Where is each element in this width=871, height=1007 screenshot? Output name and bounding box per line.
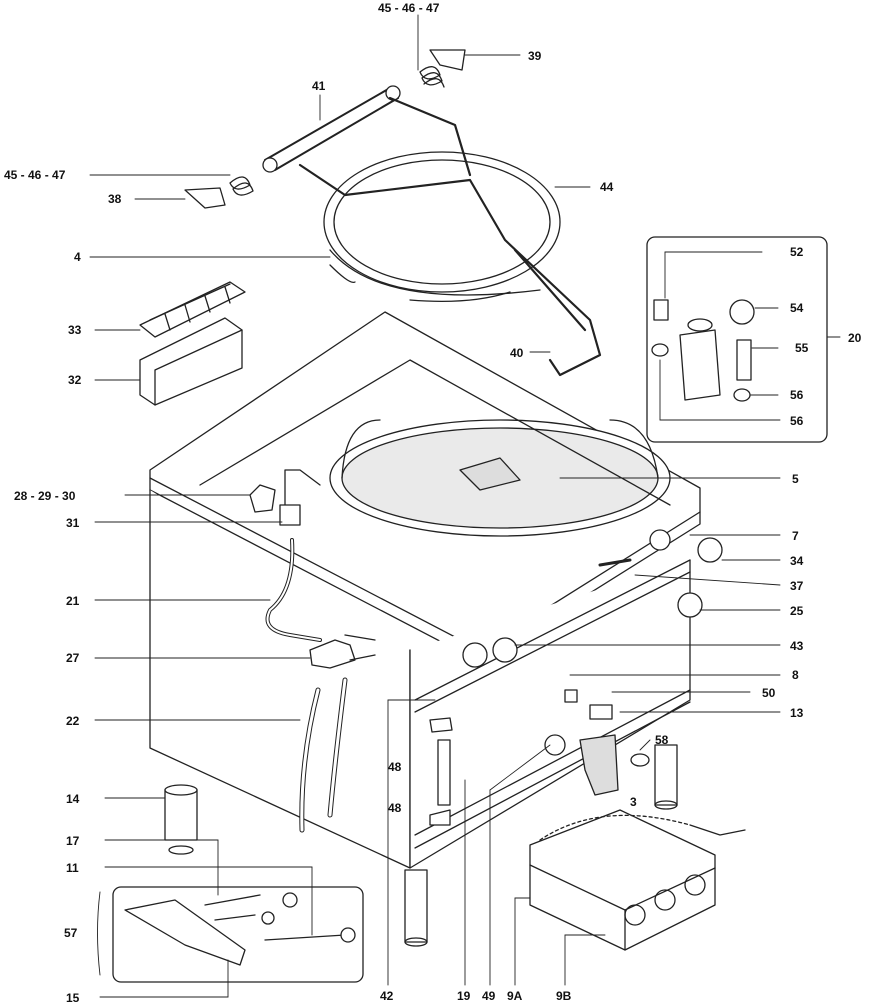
- label-14: 14: [66, 792, 80, 806]
- label-56a: 56: [790, 388, 804, 402]
- indicator-8: [564, 689, 578, 703]
- label-45b: 45 - 46 - 47: [4, 168, 66, 182]
- label-48b: 48: [388, 801, 402, 815]
- part-37: [598, 558, 632, 567]
- label-58: 58: [655, 733, 669, 747]
- label-20: 20: [848, 331, 862, 345]
- knob-43b: [492, 637, 518, 663]
- label-4: 4: [74, 250, 81, 264]
- label-48a: 48: [388, 760, 402, 774]
- ignition-kit-parts: [124, 892, 356, 966]
- label-41: 41: [312, 79, 326, 93]
- label-34: 34: [790, 554, 804, 568]
- front-panel: [409, 559, 691, 869]
- part-3: [579, 734, 619, 796]
- thermostat-kit-parts: [651, 299, 755, 402]
- label-38: 38: [108, 192, 122, 206]
- label-31: 31: [66, 516, 80, 530]
- stirring-tool: [459, 457, 521, 491]
- label-9B: 9B: [556, 989, 572, 1003]
- part-labels: 45 - 46 - 47 39 41 45 - 46 - 47 38 44 4 …: [4, 1, 862, 1005]
- label-3: 3: [630, 795, 637, 809]
- label-43: 43: [790, 639, 804, 653]
- lid: [323, 151, 561, 293]
- drain-grid-33: [139, 281, 246, 338]
- label-19: 19: [457, 989, 471, 1003]
- label-21: 21: [66, 594, 80, 608]
- burner: [529, 809, 716, 951]
- part-48: [437, 739, 451, 806]
- label-52: 52: [790, 245, 804, 259]
- knob-25: [677, 592, 703, 618]
- label-28: 28 - 29 - 30: [14, 489, 76, 503]
- label-42: 42: [380, 989, 394, 1003]
- label-55: 55: [795, 341, 809, 355]
- lid-handle-frame: [298, 96, 602, 377]
- label-33: 33: [68, 323, 82, 337]
- knob-7: [649, 529, 671, 551]
- label-27: 27: [66, 651, 80, 665]
- label-56b: 56: [790, 414, 804, 428]
- label-57: 57: [64, 926, 78, 940]
- leg-front-left: [404, 869, 428, 943]
- label-5: 5: [792, 472, 799, 486]
- label-40: 40: [510, 346, 524, 360]
- label-44: 44: [600, 180, 614, 194]
- knob-34: [697, 537, 723, 563]
- knob-43a: [462, 642, 488, 668]
- lid-assembly: [262, 85, 602, 377]
- hinge-part-38: [184, 187, 226, 209]
- label-37: 37: [790, 579, 804, 593]
- leader-lines: [89, 14, 841, 998]
- thermostat-kit-box: [646, 236, 828, 443]
- label-25: 25: [790, 604, 804, 618]
- part-13: [544, 734, 566, 756]
- label-8: 8: [792, 668, 799, 682]
- label-50: 50: [762, 686, 776, 700]
- label-54: 54: [790, 301, 804, 315]
- hinge-part-39: [429, 49, 466, 71]
- label-22: 22: [66, 714, 80, 728]
- springs: [229, 66, 445, 196]
- ring-58: [630, 753, 650, 767]
- lid-handle-bar: [264, 87, 399, 171]
- valve-27: [309, 639, 356, 669]
- part-14: [164, 789, 198, 841]
- label-9A: 9A: [507, 989, 523, 1003]
- label-45a: 45 - 46 - 47: [378, 1, 440, 15]
- indicator-50: [589, 704, 613, 720]
- label-49: 49: [482, 989, 496, 1003]
- appliance-body: [149, 311, 701, 947]
- label-13: 13: [790, 706, 804, 720]
- label-32: 32: [68, 373, 82, 387]
- label-11: 11: [66, 861, 79, 875]
- label-17: 17: [66, 834, 80, 848]
- label-39: 39: [528, 49, 542, 63]
- drain-tray-32: [139, 317, 243, 406]
- label-15: 15: [66, 991, 80, 1005]
- ignition-kit-box: [112, 886, 364, 983]
- leg-front-right: [654, 744, 678, 806]
- water-tap: [249, 469, 321, 513]
- label-7: 7: [792, 529, 799, 543]
